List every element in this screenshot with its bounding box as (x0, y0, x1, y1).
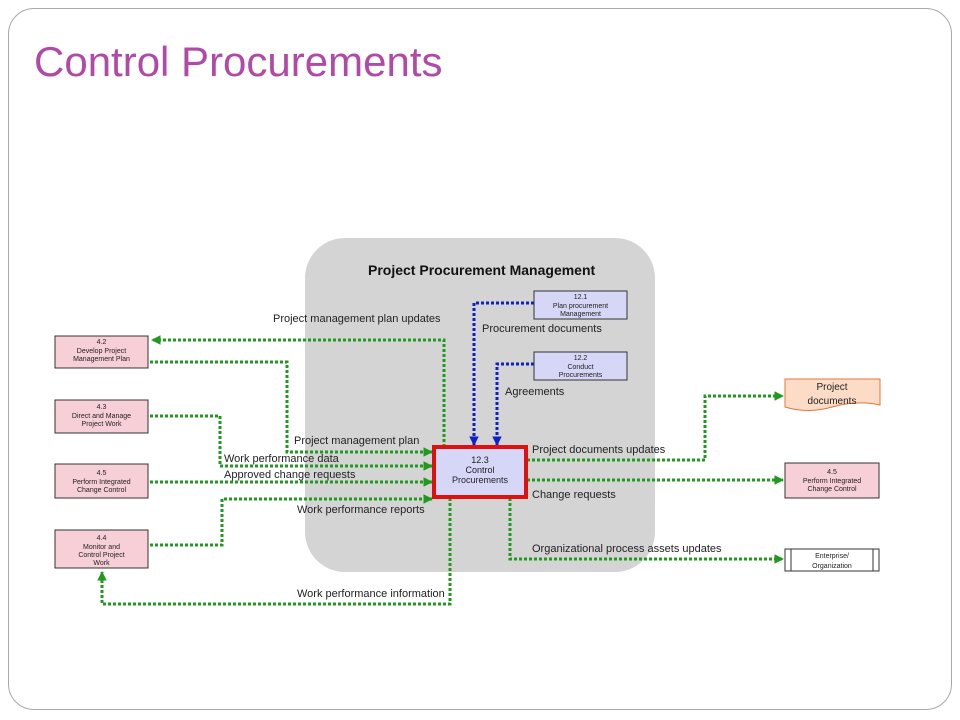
process-id-4-3: 4.3 (97, 404, 107, 411)
process-name-4-2-line1: Develop Project (77, 348, 126, 355)
process-id-4-4: 4.4 (97, 535, 107, 542)
process-id-4-2: 4.2 (97, 339, 107, 346)
flow-agreements (492, 362, 534, 446)
process-box-4-5-input: 4.5 Perform Integrated Change Control (54, 463, 149, 499)
process-id-12-3: 12.3 (471, 455, 489, 465)
store-enterprise-line1: Enterprise/ (815, 553, 849, 560)
flow-work-performance-information (97, 498, 452, 606)
process-box-4-3: 4.3 Direct and Manage Project Work (54, 399, 149, 434)
process-name-12-1-line2: Management (560, 311, 601, 318)
process-id-4-5-output: 4.5 (827, 469, 837, 476)
process-name-12-2-line1: Conduct (567, 364, 593, 371)
store-project-documents: Project documents (784, 378, 881, 411)
document-shape (784, 378, 881, 411)
process-name-4-5-input-line1: Perform Integrated (72, 479, 130, 486)
process-box-12-3-focus: 12.3 Control Procurements (432, 445, 528, 499)
label-approved-change-requests: Approved change requests (224, 469, 356, 481)
label-pm-plan-updates: Project management plan updates (273, 313, 441, 325)
process-name-4-5-output-line1: Perform Integrated (803, 478, 861, 485)
label-work-performance-data: Work performance data (224, 453, 340, 465)
process-name-4-5-input-line2: Change Control (77, 487, 126, 494)
slide-title: Control Procurements (34, 38, 443, 85)
process-box-4-2: 4.2 Develop Project Management Plan (54, 335, 149, 369)
store-project-documents-line2: documents (808, 396, 857, 407)
flow-opa-updates (508, 498, 784, 564)
process-name-4-3-line2: Project Work (82, 421, 122, 428)
label-pm-plan: Project management plan (294, 435, 419, 447)
process-name-12-2-line2: Procurements (559, 372, 603, 379)
process-name-12-1-line1: Plan procurement (553, 303, 608, 310)
store-enterprise-organization: Enterprise/ Organization (784, 548, 880, 572)
flow-pm-plan (150, 360, 433, 457)
flow-project-documents-updates (527, 391, 784, 462)
process-id-12-2: 12.2 (574, 355, 588, 362)
process-box-12-1: 12.1 Plan procurement Management (533, 290, 628, 320)
label-project-documents-updates: Project documents updates (532, 444, 666, 456)
process-name-4-4-line2: Control Project (78, 552, 124, 559)
flow-work-performance-reports (150, 494, 433, 547)
process-box-4-4: 4.4 Monitor and Control Project Work (54, 529, 149, 569)
process-name-12-3-line2: Procurements (452, 475, 509, 485)
process-name-4-4-line3: Work (93, 560, 110, 567)
label-change-requests: Change requests (532, 489, 616, 501)
process-name-12-3-line1: Control (465, 465, 494, 475)
process-id-12-1: 12.1 (574, 294, 588, 301)
label-opa-updates: Organizational process assets updates (532, 543, 722, 555)
process-id-4-5-input: 4.5 (97, 470, 107, 477)
store-enterprise-line2: Organization (812, 563, 852, 570)
process-box-4-5-output: 4.5 Perform Integrated Change Control (784, 462, 880, 499)
label-agreements: Agreements (505, 386, 565, 398)
process-box-12-2: 12.2 Conduct Procurements (533, 351, 628, 381)
knowledge-area-title: Project Procurement Management (368, 262, 596, 278)
process-name-4-3-line1: Direct and Manage (72, 413, 131, 420)
store-project-documents-line1: Project (816, 382, 847, 393)
process-name-4-5-output-line2: Change Control (807, 486, 856, 493)
flow-work-performance-data (150, 414, 433, 471)
label-work-performance-information: Work performance information (297, 588, 445, 600)
knowledge-area-pane (305, 238, 655, 572)
label-work-performance-reports: Work performance reports (297, 504, 425, 516)
flow-pm-plan-updates (151, 335, 446, 452)
flow-procurement-documents (469, 301, 534, 446)
process-name-4-2-line2: Management Plan (73, 356, 130, 363)
process-name-4-4-line1: Monitor and (83, 544, 120, 551)
label-procurement-documents: Procurement documents (482, 323, 602, 335)
